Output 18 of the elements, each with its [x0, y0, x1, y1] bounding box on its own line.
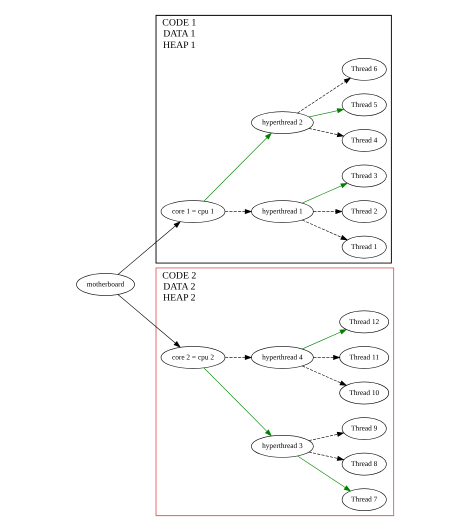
- arrow: [308, 108, 344, 118]
- arrow: [302, 220, 348, 240]
- arrow: [312, 354, 340, 360]
- arrow: [224, 354, 252, 360]
- arrow: [203, 368, 272, 436]
- arrow: [302, 366, 347, 386]
- arrow: [308, 452, 344, 461]
- arrow: [117, 294, 180, 348]
- arrow: [117, 221, 180, 275]
- arrow: [302, 329, 347, 350]
- arrow: [296, 456, 351, 492]
- arrow: [203, 132, 272, 202]
- arrow: [308, 128, 344, 138]
- arrow: [302, 182, 348, 204]
- arrow: [296, 78, 351, 114]
- arrow: [308, 432, 344, 441]
- arrow: [312, 208, 342, 214]
- arrow: [224, 208, 252, 214]
